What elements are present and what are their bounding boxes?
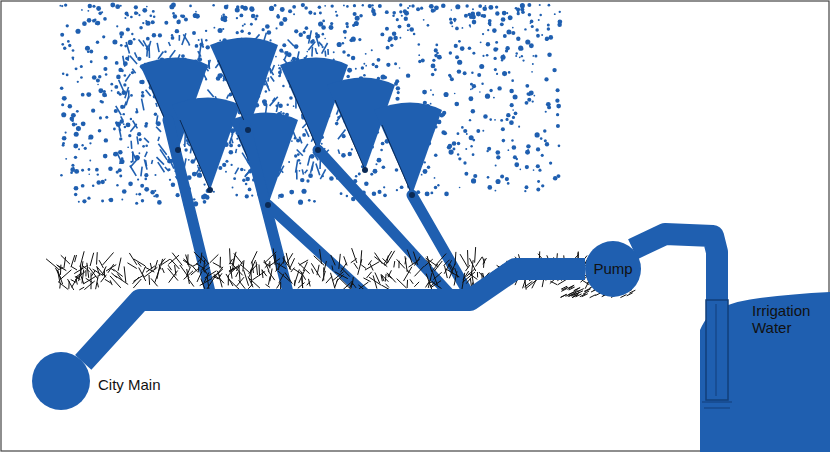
circle-shape — [585, 241, 641, 297]
water-pipe — [83, 269, 585, 362]
node-label: City Main — [98, 376, 161, 393]
city-main-node: City Main — [30, 350, 167, 412]
intake-pipe-line — [716, 304, 717, 396]
intake-pipe — [706, 300, 728, 400]
water-shape — [700, 292, 830, 452]
pump-node: Pump — [584, 240, 642, 298]
water-tank-node: Irrigation Water — [700, 290, 830, 452]
intake-foot — [702, 402, 732, 408]
node-label: Irrigation Water — [752, 302, 826, 337]
riser-pipes — [168, 120, 470, 300]
water-pipe — [633, 234, 717, 312]
node-label: Pump — [593, 260, 632, 277]
sprinkler-heads — [175, 127, 415, 208]
spray-dots — [59, 3, 562, 207]
circle-shape — [32, 352, 90, 410]
